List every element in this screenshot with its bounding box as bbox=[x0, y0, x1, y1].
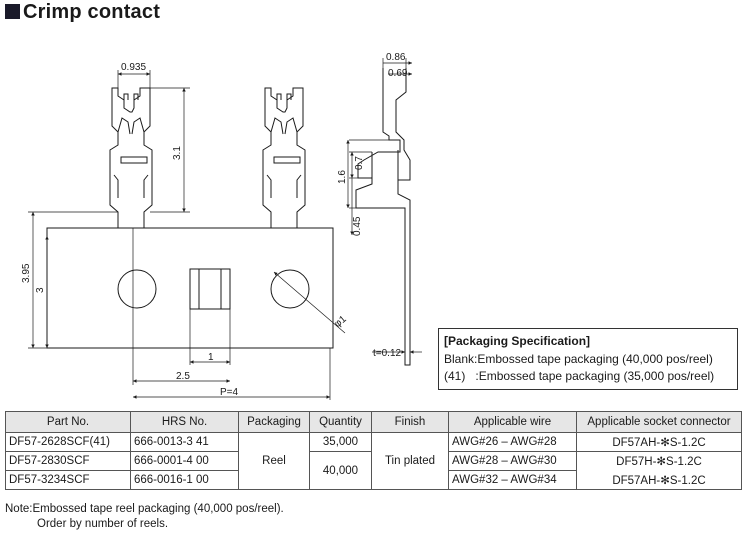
footnote-line: Order by number of reels. bbox=[37, 518, 169, 530]
pilot-hole-right bbox=[270, 269, 310, 309]
cell-part: DF57-2628SCF(41) bbox=[5, 432, 131, 452]
dim-0935: 0.935 bbox=[121, 62, 146, 73]
cell-socket: DF57AH-✻S-1.2C bbox=[576, 470, 742, 490]
dim-1: 1 bbox=[208, 352, 214, 363]
cell-qty: 35,000 bbox=[309, 432, 372, 452]
dim-pitch: P=4 bbox=[220, 387, 239, 398]
dim-07: 0.7 bbox=[354, 156, 365, 170]
contact-right bbox=[262, 87, 306, 228]
packaging-row: Blank:Embossed tape packaging (40,000 po… bbox=[444, 351, 737, 369]
cell-packaging: Reel bbox=[238, 432, 310, 490]
dim-045: 0.45 bbox=[352, 216, 363, 236]
pilot-hole-left bbox=[117, 269, 157, 309]
packaging-code: (41) : bbox=[444, 369, 479, 383]
cell-socket: DF57H-✻S-1.2C bbox=[576, 451, 742, 471]
col-part-no: Part No. bbox=[5, 411, 131, 433]
col-quantity: Quantity bbox=[309, 411, 372, 433]
page-title: Crimp contact bbox=[5, 1, 160, 24]
dim-25: 2.5 bbox=[176, 371, 190, 382]
crimp-contact-drawing: 0.935 3.1 3.95 3 1 2.5 P=4 φ1 0.86 0.69 … bbox=[21, 52, 422, 400]
cell-wire: AWG#32 – AWG#34 bbox=[448, 470, 577, 490]
cell-wire: AWG#26 – AWG#28 bbox=[448, 432, 577, 452]
dim-395: 3.95 bbox=[21, 263, 32, 283]
title-square-icon bbox=[5, 4, 20, 19]
dim-31: 3.1 bbox=[172, 146, 183, 160]
side-view bbox=[355, 68, 411, 366]
packaging-desc: Embossed tape packaging (40,000 pos/reel… bbox=[477, 351, 713, 366]
col-packaging: Packaging bbox=[238, 411, 310, 433]
contact-left bbox=[109, 87, 153, 228]
dim-086: 0.86 bbox=[386, 52, 406, 63]
specs-table: Part No. HRS No. Packaging Quantity Fini… bbox=[5, 411, 742, 490]
dim-069: 0.69 bbox=[388, 68, 408, 79]
cell-part: DF57-2830SCF bbox=[5, 451, 131, 471]
packaging-desc: Embossed tape packaging (35,000 pos/reel… bbox=[478, 369, 715, 383]
cell-hrs: 666-0001-4 00 bbox=[130, 451, 239, 471]
dim-phi: φ1 bbox=[332, 313, 349, 329]
cell-part: DF57-3234SCF bbox=[5, 470, 131, 490]
cell-hrs: 666-0013-3 41 bbox=[130, 432, 239, 452]
title-text: Crimp contact bbox=[23, 1, 161, 23]
center-slot bbox=[189, 268, 231, 310]
packaging-row: (41) :Embossed tape packaging (35,000 po… bbox=[444, 368, 737, 386]
col-wire: Applicable wire bbox=[448, 411, 577, 433]
dim-thickness: t=0.12 bbox=[373, 348, 402, 359]
cell-qty: 40,000 bbox=[309, 451, 372, 490]
cell-finish: Tin plated bbox=[371, 432, 449, 490]
table-row: DF57-2628SCF(41) 666-0013-3 41 Reel 35,0… bbox=[5, 432, 742, 490]
table-row: DF57-3234SCF 666-0016-1 00 AWG#32 – AWG#… bbox=[5, 470, 742, 490]
packaging-code: Blank: bbox=[444, 351, 478, 366]
col-socket: Applicable socket connector bbox=[576, 411, 742, 433]
dim-16: 1.6 bbox=[337, 170, 348, 184]
footnote: Note:Embossed tape reel packaging (40,00… bbox=[5, 502, 284, 532]
cell-wire: AWG#28 – AWG#30 bbox=[448, 451, 577, 471]
cell-socket: DF57AH-✻S-1.2C bbox=[576, 432, 742, 452]
dim-3: 3 bbox=[35, 287, 46, 293]
col-finish: Finish bbox=[371, 411, 449, 433]
cell-hrs: 666-0016-1 00 bbox=[130, 470, 239, 490]
packaging-heading: [Packaging Specification] bbox=[444, 334, 591, 348]
col-hrs-no: HRS No. bbox=[130, 411, 239, 433]
packaging-spec-box: [Packaging Specification] Blank:Embossed… bbox=[438, 328, 738, 390]
footnote-line: Note:Embossed tape reel packaging (40,00… bbox=[5, 503, 284, 515]
table-header-row: Part No. HRS No. Packaging Quantity Fini… bbox=[5, 411, 742, 433]
